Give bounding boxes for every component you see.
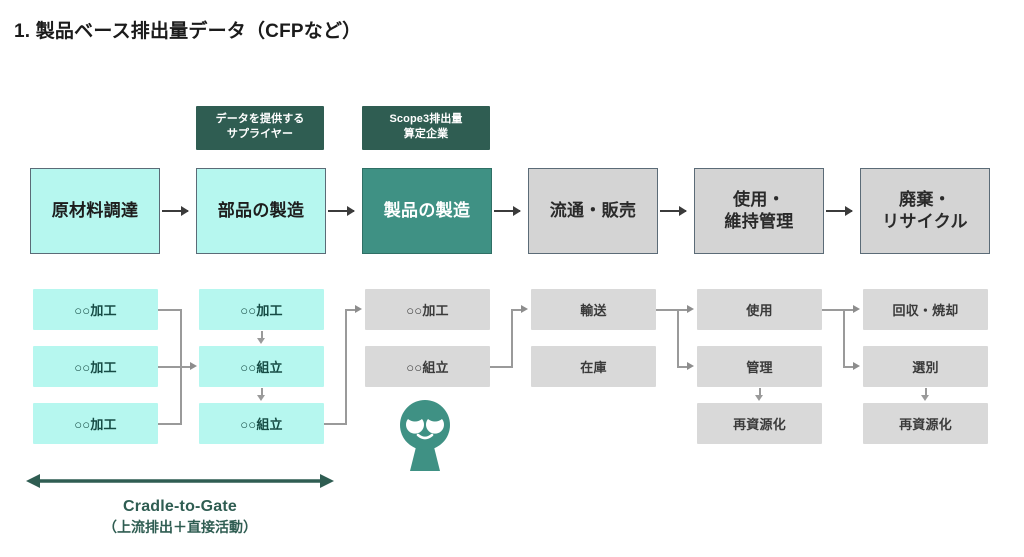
connector-parts-to-product-top bbox=[345, 309, 357, 311]
connector-raw2-to-parts bbox=[158, 366, 192, 368]
detail-label-product-assembly: ○○組立 bbox=[406, 360, 449, 375]
stage-box-distribution-sales[interactable]: 流通・販売 bbox=[528, 168, 658, 254]
stage-arrow-3-4 bbox=[494, 206, 521, 216]
detail-label-raw-process-1: ○○加工 bbox=[74, 303, 117, 318]
connector-use-out bbox=[822, 309, 844, 311]
connector-product-to-transport-top bbox=[511, 309, 523, 311]
detail-label-parts-assembly-1: ○○組立 bbox=[240, 360, 283, 375]
stage-arrow-2-3 bbox=[328, 206, 355, 216]
detail-label-parts-assembly-2: ○○組立 bbox=[240, 417, 283, 432]
stage-label-product-manufacturing: 製品の製造 bbox=[383, 201, 471, 220]
detail-label-product-process: ○○加工 bbox=[406, 303, 449, 318]
connector-parts-process-down-line bbox=[261, 331, 263, 340]
detail-box-sorting[interactable]: 選別 bbox=[863, 346, 988, 387]
stage-label-distribution-sales: 流通・販売 bbox=[549, 201, 637, 220]
stage-arrow-1-2 bbox=[162, 206, 189, 216]
detail-box-resource-recovery-disposal[interactable]: 再資源化 bbox=[863, 403, 988, 444]
actor-tag-scope3-line1: Scope3排出量 bbox=[389, 113, 463, 125]
connector-arrow-parts-process-down bbox=[257, 338, 265, 344]
connector-arrow-use-to-collection bbox=[853, 305, 860, 313]
stage-box-disposal-recycle[interactable]: 廃棄・ リサイクル bbox=[860, 168, 990, 254]
person-avatar-icon bbox=[390, 393, 460, 473]
detail-box-resource-recovery-use[interactable]: 再資源化 bbox=[697, 403, 822, 444]
detail-box-product-process[interactable]: ○○加工 bbox=[365, 289, 490, 330]
detail-box-maintenance[interactable]: 管理 bbox=[697, 346, 822, 387]
detail-box-raw-process-1[interactable]: ○○加工 bbox=[33, 289, 158, 330]
connector-arrow-maintenance-down bbox=[755, 395, 763, 401]
detail-box-parts-assembly-1[interactable]: ○○組立 bbox=[199, 346, 324, 387]
stage-label-disposal-recycle-line2: リサイクル bbox=[882, 212, 968, 231]
detail-box-collection-incineration[interactable]: 回収・焼却 bbox=[863, 289, 988, 330]
actor-tag-supplier-line1: データを提供する bbox=[215, 113, 305, 125]
detail-label-resource-recovery-use: 再資源化 bbox=[733, 417, 786, 432]
stage-label-parts-manufacturing: 部品の製造 bbox=[217, 201, 305, 220]
stage-label-use-maintenance-line1: 使用・ bbox=[733, 190, 785, 209]
connector-arrow-product-to-transport bbox=[521, 305, 528, 313]
detail-label-resource-recovery-disposal: 再資源化 bbox=[899, 417, 952, 432]
cradle-to-gate-label-en: Cradle-to-Gate bbox=[123, 498, 237, 515]
connector-transport-out bbox=[656, 309, 678, 311]
connector-raw1-out bbox=[158, 309, 182, 311]
detail-label-maintenance: 管理 bbox=[746, 360, 773, 375]
stage-label-raw-material: 原材料調達 bbox=[51, 201, 139, 220]
detail-box-parts-process[interactable]: ○○加工 bbox=[199, 289, 324, 330]
detail-box-parts-assembly-2[interactable]: ○○組立 bbox=[199, 403, 324, 444]
actor-tag-supplier: データを提供する サプライヤー bbox=[196, 106, 324, 150]
connector-use-branch-bus bbox=[843, 309, 845, 367]
connector-parts-assembly1-down-line bbox=[261, 388, 263, 397]
connector-transport-branch-bus bbox=[677, 309, 679, 367]
connector-product-to-transport-riser bbox=[511, 309, 513, 368]
stage-arrow-5-6 bbox=[826, 206, 853, 216]
connector-arrow-raw-to-parts bbox=[190, 362, 197, 370]
detail-label-sorting: 選別 bbox=[912, 360, 939, 375]
connector-arrow-transport-to-use bbox=[687, 305, 694, 313]
detail-label-raw-process-2: ○○加工 bbox=[74, 360, 117, 375]
detail-label-transport: 輸送 bbox=[580, 303, 607, 318]
connector-use-to-sorting bbox=[843, 366, 855, 368]
stage-box-parts-manufacturing[interactable]: 部品の製造 bbox=[196, 168, 326, 254]
connector-transport-to-maintenance bbox=[677, 366, 689, 368]
connector-arrow-transport-to-maintenance bbox=[687, 362, 694, 370]
detail-label-collection-incineration: 回収・焼却 bbox=[892, 303, 959, 318]
connector-parts-out bbox=[324, 423, 346, 425]
connector-sorting-down-line bbox=[925, 388, 927, 397]
stage-arrow-4-5 bbox=[660, 206, 687, 216]
connector-arrow-sorting-down bbox=[921, 395, 929, 401]
detail-box-use[interactable]: 使用 bbox=[697, 289, 822, 330]
detail-box-raw-process-2[interactable]: ○○加工 bbox=[33, 346, 158, 387]
connector-maintenance-down-line bbox=[759, 388, 761, 397]
stage-box-use-maintenance[interactable]: 使用・ 維持管理 bbox=[694, 168, 824, 254]
actor-tag-scope3-company: Scope3排出量 算定企業 bbox=[362, 106, 490, 150]
detail-label-inventory: 在庫 bbox=[580, 360, 607, 375]
page-title: 1. 製品ベース排出量データ（CFPなど） bbox=[14, 21, 362, 42]
detail-box-inventory[interactable]: 在庫 bbox=[531, 346, 656, 387]
connector-parts-to-product-riser bbox=[345, 309, 347, 425]
connector-raw3-out bbox=[158, 423, 182, 425]
cradle-to-gate-label-jp: （上流排出＋直接活動） bbox=[103, 519, 257, 535]
detail-label-use: 使用 bbox=[746, 303, 773, 318]
cradle-to-gate-label: Cradle-to-Gate （上流排出＋直接活動） bbox=[26, 496, 334, 538]
detail-box-raw-process-3[interactable]: ○○加工 bbox=[33, 403, 158, 444]
connector-arrow-parts-to-product bbox=[355, 305, 362, 313]
actor-tag-supplier-line2: サプライヤー bbox=[226, 128, 294, 140]
detail-box-transport[interactable]: 輸送 bbox=[531, 289, 656, 330]
connector-product-out bbox=[490, 366, 512, 368]
connector-arrow-use-to-sorting bbox=[853, 362, 860, 370]
cradle-to-gate-arrow bbox=[26, 472, 334, 490]
detail-label-raw-process-3: ○○加工 bbox=[74, 417, 117, 432]
detail-box-product-assembly[interactable]: ○○組立 bbox=[365, 346, 490, 387]
connector-use-to-collection bbox=[843, 309, 855, 311]
detail-label-parts-process: ○○加工 bbox=[240, 303, 283, 318]
connector-transport-to-use bbox=[677, 309, 689, 311]
stage-label-use-maintenance-line2: 維持管理 bbox=[724, 212, 794, 231]
connector-arrow-parts-assembly1-down bbox=[257, 395, 265, 401]
actor-tag-scope3-line2: 算定企業 bbox=[403, 128, 449, 140]
stage-label-disposal-recycle-line1: 廃棄・ bbox=[899, 190, 951, 209]
stage-box-raw-material[interactable]: 原材料調達 bbox=[30, 168, 160, 254]
stage-box-product-manufacturing[interactable]: 製品の製造 bbox=[362, 168, 492, 254]
